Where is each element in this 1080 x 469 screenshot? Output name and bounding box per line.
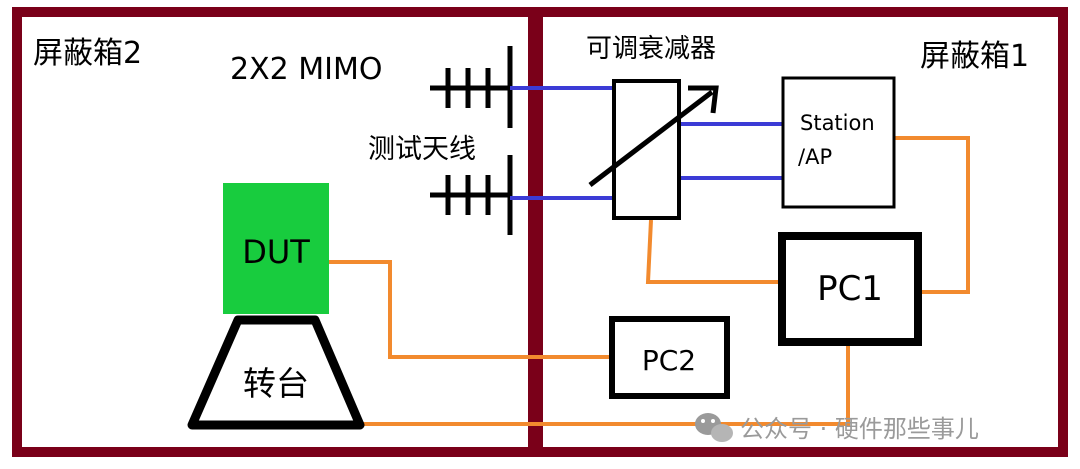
rf-cables [510, 86, 783, 200]
turntable-shape [187, 315, 365, 430]
attenuator-arrow-icon [588, 85, 719, 187]
pc2-label: PC2 [642, 344, 696, 377]
shield-box-right-frame [533, 7, 1068, 457]
pc2-box [609, 316, 730, 399]
turntable-label: 转台 [243, 364, 309, 403]
antenna-label: 测试天线 [368, 134, 476, 165]
dut-label: DUT [242, 233, 310, 271]
shield-box-left-label: 屏蔽箱2 [33, 36, 142, 71]
ethernet-cables [329, 136, 970, 426]
attenuator-label: 可调衰减器 [586, 34, 716, 64]
dut-box [223, 183, 329, 314]
station-ap-box [781, 76, 896, 209]
pc1-label: PC1 [817, 269, 883, 309]
wechat-icon [695, 413, 733, 442]
pc1-box [778, 232, 922, 346]
attenuator-box [612, 79, 681, 220]
antenna-icon [430, 46, 513, 128]
shield-box-right-label: 屏蔽箱1 [920, 39, 1029, 74]
ap-label: /AP [798, 145, 832, 169]
station-label: Station [800, 111, 875, 135]
antenna-icon [430, 155, 513, 235]
watermark-text: 公众号 · 硬件那些事儿 [740, 415, 979, 443]
mimo-label: 2X2 MIMO [230, 52, 383, 87]
